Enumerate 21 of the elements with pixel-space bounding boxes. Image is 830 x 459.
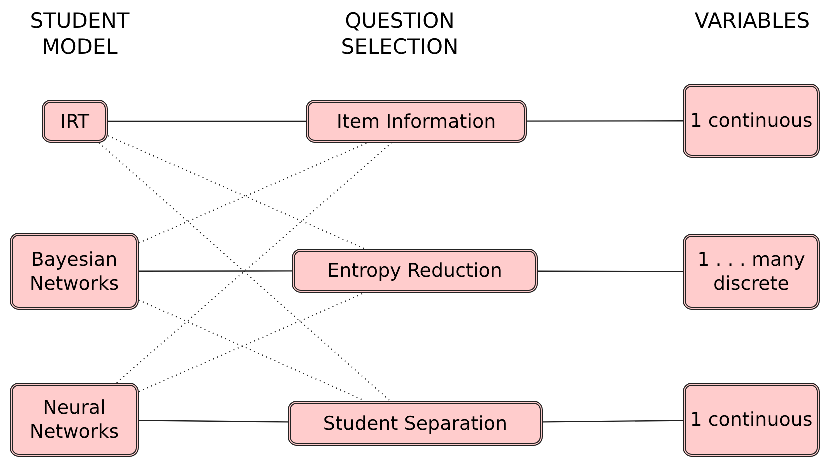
dotted-line: [138, 142, 368, 244]
column-heading: VARIABLES: [694, 8, 812, 34]
process-box: Neural Networks: [10, 383, 139, 457]
dotted-line: [108, 135, 366, 250]
connector-line: [527, 120, 683, 122]
process-box: 1 continuous: [683, 383, 820, 457]
connector-line: [139, 270, 292, 272]
connector-line: [538, 270, 683, 272]
process-box: Item Information: [306, 100, 527, 143]
process-box: IRT: [42, 100, 108, 143]
column-heading: STUDENT MODEL: [29, 8, 131, 60]
connector-line: [543, 420, 683, 423]
column-heading: QUESTION SELECTION: [340, 8, 460, 60]
process-box: Entropy Reduction: [292, 249, 538, 293]
process-box: 1 continuous: [683, 84, 820, 158]
process-box: Bayesian Networks: [10, 233, 139, 310]
dotted-line: [138, 292, 365, 392]
process-box: Student Separation: [288, 401, 543, 446]
connector-line: [108, 120, 306, 122]
process-box: 1 . . . many discrete: [683, 234, 820, 310]
connector-line: [139, 420, 288, 423]
